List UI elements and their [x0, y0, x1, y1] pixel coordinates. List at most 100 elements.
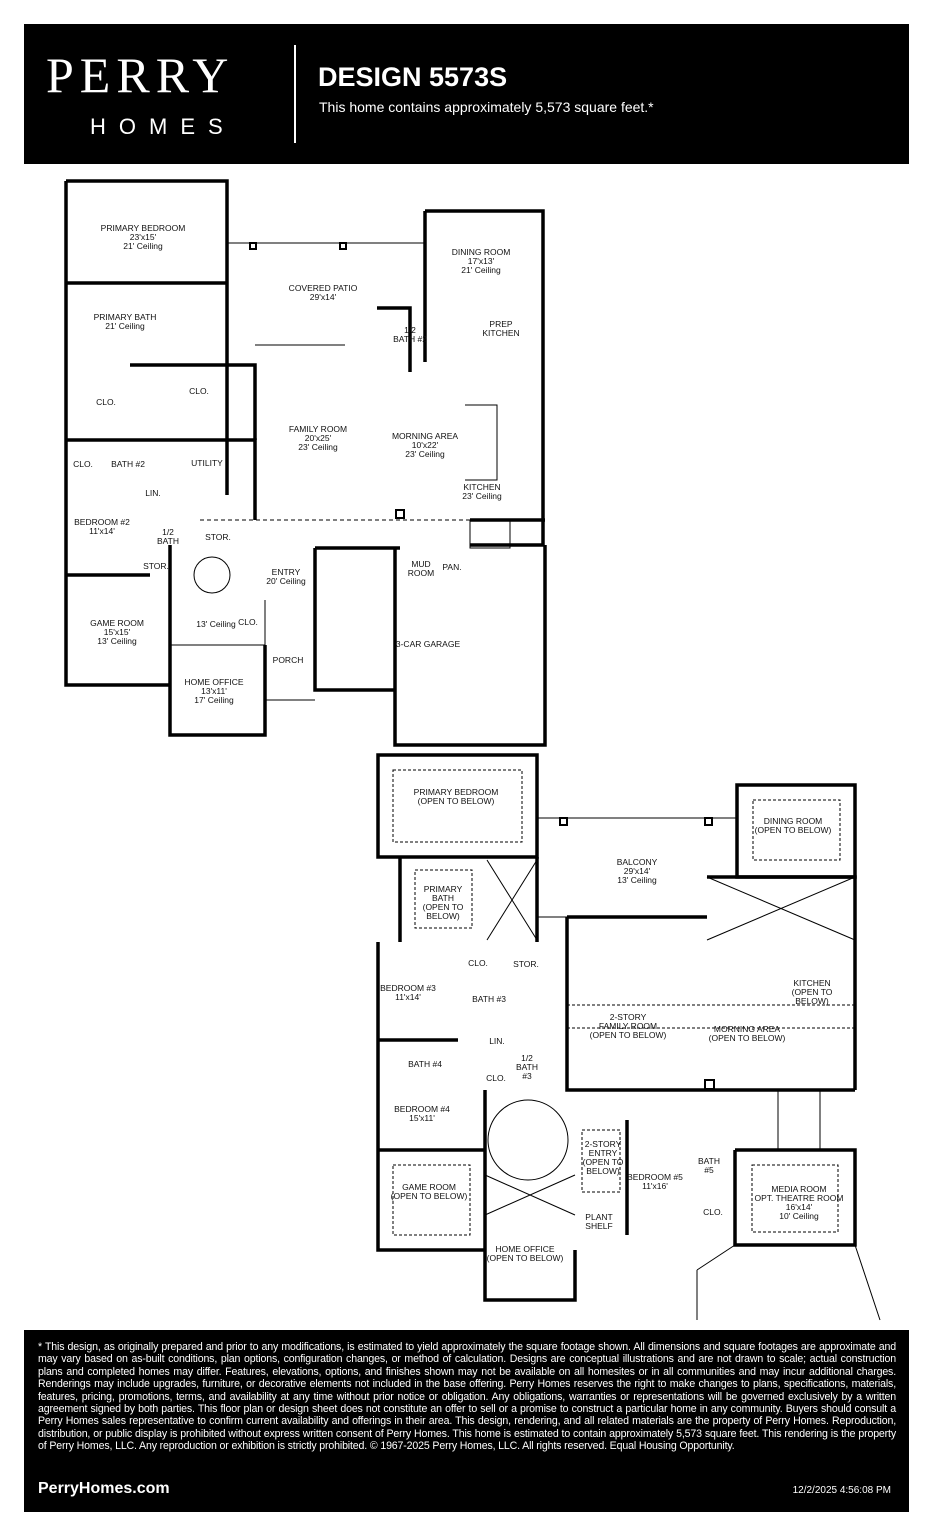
- room-name: 1/2: [404, 325, 416, 335]
- room-label: CLO.: [486, 1074, 506, 1083]
- room-name: BATH: [697, 1156, 721, 1166]
- room-detail: OPT. THEATRE ROOM: [754, 1193, 844, 1203]
- room-name: LIN.: [489, 1036, 505, 1046]
- room-name: CLO.: [189, 386, 209, 396]
- room-name: CLO.: [486, 1073, 506, 1083]
- room-name: CLO.: [73, 459, 93, 469]
- room-name: BEDROOM #3: [380, 983, 436, 993]
- room-label: BATH#5: [698, 1157, 720, 1175]
- room-name: BATH #4: [408, 1059, 442, 1069]
- room-detail: 17' Ceiling: [194, 695, 234, 705]
- room-name: BATH #2: [111, 459, 145, 469]
- room-label: MORNING AREA(OPEN TO BELOW): [709, 1025, 786, 1043]
- logo-homes: HOMES: [90, 114, 236, 139]
- room-detail: (OPEN TO BELOW): [754, 825, 832, 835]
- room-detail: 15'x11': [409, 1113, 435, 1123]
- room-label: BATH #4: [408, 1060, 442, 1069]
- room-label: CLO.: [703, 1208, 723, 1217]
- first-floor-columns: [249, 242, 405, 519]
- room-detail: SHELF: [585, 1221, 613, 1231]
- room-detail: BELOW): [586, 1166, 620, 1176]
- room-name: PLANT: [585, 1212, 613, 1222]
- room-label: CLO.: [189, 387, 209, 396]
- room-name: GAME ROOM: [90, 618, 144, 628]
- room-detail: (OPEN TO: [582, 1157, 624, 1167]
- second-floor-columns: [559, 817, 715, 1090]
- room-detail: 15'x15': [103, 627, 131, 637]
- room-name: FAMILY ROOM: [288, 424, 348, 434]
- room-label: BATH #2: [111, 460, 145, 469]
- room-detail: 21' Ceiling: [123, 241, 163, 251]
- room-detail: (OPEN TO BELOW): [417, 796, 495, 806]
- room-detail: 11'x16': [642, 1181, 668, 1191]
- room-name: 1/2: [162, 527, 174, 537]
- room-name: 1/2: [521, 1053, 533, 1063]
- room-detail: 20'x25': [304, 433, 332, 443]
- room-detail: ROOM: [407, 568, 435, 578]
- website-link[interactable]: PerryHomes.com: [38, 1480, 170, 1497]
- room-detail: BATH #2: [393, 334, 427, 344]
- disclaimer-text: * This design, as originally prepared an…: [38, 1341, 896, 1453]
- room-name: ENTRY: [271, 567, 301, 577]
- room-name: DINING ROOM: [451, 247, 511, 257]
- room-detail: ENTRY: [588, 1148, 618, 1158]
- room-label: HOME OFFICE(OPEN TO BELOW): [487, 1245, 564, 1263]
- room-name: KITCHEN: [463, 482, 501, 492]
- room-label: PORCH: [273, 656, 304, 665]
- room-detail: 10' Ceiling: [779, 1211, 819, 1221]
- room-detail: BATH: [515, 1062, 539, 1072]
- room-detail: 13'x11': [201, 686, 227, 696]
- room-detail: 10'x22': [411, 440, 439, 450]
- room-detail: BATH: [431, 893, 455, 903]
- room-label: CLO.: [238, 618, 258, 627]
- room-label: UTILITY: [191, 459, 223, 468]
- header-banner: PERRY HOMES DESIGN 5573S This home conta…: [24, 24, 909, 164]
- room-name: PRIMARY: [423, 884, 463, 894]
- room-label: BATH #3: [472, 995, 506, 1004]
- room-detail: 23' Ceiling: [298, 442, 338, 452]
- room-detail: (OPEN TO BELOW): [589, 1030, 667, 1040]
- room-detail: 29'x14': [623, 866, 651, 876]
- room-detail: 23' Ceiling: [462, 491, 502, 501]
- room-name: BEDROOM #5: [627, 1172, 683, 1182]
- room-name: 3-CAR GARAGE: [395, 639, 461, 649]
- room-label: STOR.: [143, 562, 169, 571]
- room-detail: 29'x14': [309, 292, 337, 302]
- room-name: PRIMARY BEDROOM: [100, 223, 186, 233]
- room-detail: FAMILY ROOM: [598, 1021, 658, 1031]
- room-name: MEDIA ROOM: [771, 1184, 827, 1194]
- room-name: CLO.: [468, 958, 488, 968]
- room-name: MORNING AREA: [713, 1024, 781, 1034]
- room-detail: 21' Ceiling: [461, 265, 501, 275]
- room-label: PAN.: [442, 563, 461, 572]
- first-floor-thin-lines: [170, 242, 498, 745]
- room-name: DINING ROOM: [763, 816, 823, 826]
- room-detail: (OPEN TO: [422, 902, 464, 912]
- room-detail: BELOW): [426, 911, 460, 921]
- room-label: LIN.: [145, 489, 161, 498]
- room-label: CLO.: [73, 460, 93, 469]
- room-detail: 20' Ceiling: [266, 576, 306, 586]
- square-footage-note: This home contains approximately 5,573 s…: [319, 99, 654, 115]
- logo-perry: PERRY: [46, 47, 235, 103]
- room-name: LIN.: [145, 488, 161, 498]
